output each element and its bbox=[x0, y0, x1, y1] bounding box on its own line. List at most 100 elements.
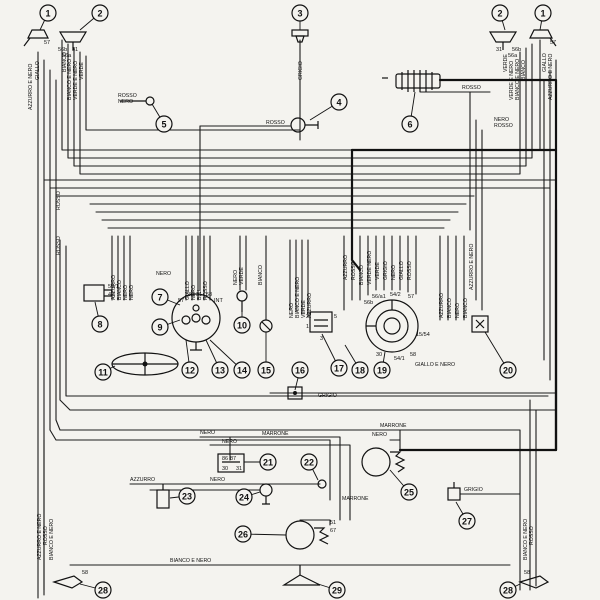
wire-label-v-left-1: AZZURRO E NERO bbox=[28, 64, 34, 110]
callout-22: 22 bbox=[300, 453, 319, 481]
wire-label-nero-a: NERO bbox=[200, 430, 215, 436]
wire-label-v-19-5: VERDE bbox=[375, 262, 381, 280]
wire-label-nero-c: NERO bbox=[210, 477, 225, 483]
wire-label-v-br-1: BIANCO E NERO bbox=[523, 519, 529, 560]
callout-16: 16 bbox=[291, 361, 309, 391]
wire-label-bianco-nero-bottom: BIANCO E NERO bbox=[170, 558, 211, 564]
wire-label-v-l2-4: VERDE bbox=[79, 62, 85, 80]
wire-label-grigio-16: GRIGIO bbox=[318, 393, 337, 399]
terminal-t17-1: 2 bbox=[306, 314, 309, 320]
wire-label-v-20-3: NERO bbox=[455, 303, 461, 318]
wire-label-v-8-3: NERO bbox=[123, 285, 129, 300]
wire-label-marrone-b: MARRONE bbox=[342, 496, 369, 502]
wire-label-v-left-2: GIALLO bbox=[35, 61, 41, 80]
wire-label-nero-small: NERO bbox=[156, 271, 171, 277]
sender-4 bbox=[290, 117, 319, 133]
wire-label-v-r2-3: BIANCO E NERO bbox=[515, 59, 521, 100]
wire-label-v-rosso-l2: ROSSO bbox=[56, 236, 62, 255]
rear-lamp-right bbox=[518, 575, 550, 589]
headlamp-left bbox=[58, 31, 88, 50]
svg-text:7: 7 bbox=[157, 293, 162, 303]
wire-label-v-20-2: BIANCO bbox=[447, 298, 453, 318]
callout-4: 4 bbox=[309, 93, 348, 121]
sensor-24 bbox=[259, 483, 273, 505]
wire-label-v-bl-3: BIANCO E NERO bbox=[49, 519, 55, 560]
terminal-t19-1: 56b bbox=[364, 300, 373, 306]
terminal-t7-4: 58 bbox=[206, 292, 212, 298]
steering-wheel bbox=[111, 352, 179, 376]
relay-21 bbox=[217, 453, 245, 473]
wire-label-v-19-7: NERO bbox=[391, 265, 397, 280]
svg-text:13: 13 bbox=[215, 366, 225, 376]
svg-text:4: 4 bbox=[336, 98, 341, 108]
wire-label-v-8-1: AZZURRO bbox=[111, 275, 117, 300]
callout-7: 7 bbox=[151, 288, 181, 306]
sender-22 bbox=[317, 479, 327, 489]
callout-25: 25 bbox=[389, 469, 418, 501]
turn-signal-front-left bbox=[23, 29, 49, 47]
svg-text:22: 22 bbox=[304, 458, 314, 468]
terminal-t19-2: 56/a1 bbox=[372, 294, 386, 300]
wire-label-v-br-2: ROSSO bbox=[529, 526, 535, 545]
terminal-t8-2: 49 bbox=[108, 292, 114, 298]
wire-label-v-l2-2: BIANCO E NERO bbox=[67, 59, 73, 100]
callout-8: 8 bbox=[91, 301, 109, 333]
battery-cable bbox=[350, 78, 558, 452]
terminal-t21-1: 86 bbox=[222, 456, 228, 462]
terminal-t17-3: 3 bbox=[320, 336, 323, 342]
wire-label-rosso-6: ROSSO bbox=[462, 85, 481, 91]
wire-label-v-r1-1: GIALLO bbox=[542, 53, 548, 72]
terminal-t31-l: 31 bbox=[72, 47, 78, 53]
callout-14: 14 bbox=[209, 339, 251, 379]
wire-label-v-19-8: GIALLO bbox=[399, 261, 405, 280]
wire-label-nero-marrone: NERO bbox=[372, 432, 387, 438]
relay-8 bbox=[83, 284, 112, 302]
svg-text:29: 29 bbox=[332, 586, 342, 596]
terminal-t56b-r: 56b bbox=[512, 47, 521, 53]
terminal-t28-1: 58 bbox=[82, 570, 88, 576]
wire-label-v-r2-1: VERDE bbox=[503, 54, 509, 72]
terminal-t57-l: 57 bbox=[44, 40, 50, 46]
terminal-t7-5: INT bbox=[214, 298, 224, 304]
terminal-t8-1: 58/1 bbox=[108, 284, 119, 290]
callout-20: 20 bbox=[484, 331, 517, 379]
callout-27: 27 bbox=[455, 501, 476, 530]
terminal-t57-r: 57 bbox=[550, 40, 556, 46]
switch-10 bbox=[236, 290, 248, 312]
wire-label-v-7-3: BLU bbox=[197, 290, 203, 300]
svg-text:12: 12 bbox=[185, 366, 195, 376]
callout-26: 26 bbox=[234, 525, 287, 543]
wire-harness bbox=[37, 39, 557, 599]
wire-label-v-19-2: ROSSO bbox=[351, 261, 357, 280]
turn-signal-front-right bbox=[529, 29, 557, 47]
wire-label-v-10-1: NERO bbox=[233, 270, 239, 285]
svg-text:28: 28 bbox=[503, 586, 513, 596]
callout-11: 11 bbox=[94, 363, 116, 381]
callout-2: 2 bbox=[491, 4, 509, 31]
rear-lamp-left bbox=[52, 575, 84, 589]
callout-1: 1 bbox=[39, 4, 57, 31]
wire-label-v-19-4: VERDE NERO bbox=[367, 251, 373, 285]
svg-text:25: 25 bbox=[404, 488, 414, 498]
wire-label-v-r2-2: VERDE E NERO bbox=[509, 61, 515, 100]
svg-text:9: 9 bbox=[157, 323, 162, 333]
starter-motor bbox=[285, 520, 330, 550]
svg-text:1: 1 bbox=[45, 9, 50, 19]
terminal-t19-5: 15/54 bbox=[416, 332, 430, 338]
terminal-t21-4: 31 bbox=[236, 466, 242, 472]
switch-5 bbox=[120, 96, 155, 106]
terminal-t56b-l: 56b bbox=[58, 47, 67, 53]
wire-label-v-17-1: NERO bbox=[289, 303, 295, 318]
svg-text:2: 2 bbox=[497, 9, 502, 19]
callout-12: 12 bbox=[181, 339, 199, 379]
wire-label-v-17-4: AZZURRO bbox=[307, 293, 313, 318]
callout-29: 29 bbox=[317, 581, 346, 599]
terminal-t26-2: 67 bbox=[330, 528, 336, 534]
svg-text:24: 24 bbox=[239, 493, 249, 503]
wire-label-giallo-nero: GIALLO E NERO bbox=[415, 362, 455, 368]
svg-text:21: 21 bbox=[263, 458, 273, 468]
wire-label-v-7-2: NERO bbox=[191, 285, 197, 300]
